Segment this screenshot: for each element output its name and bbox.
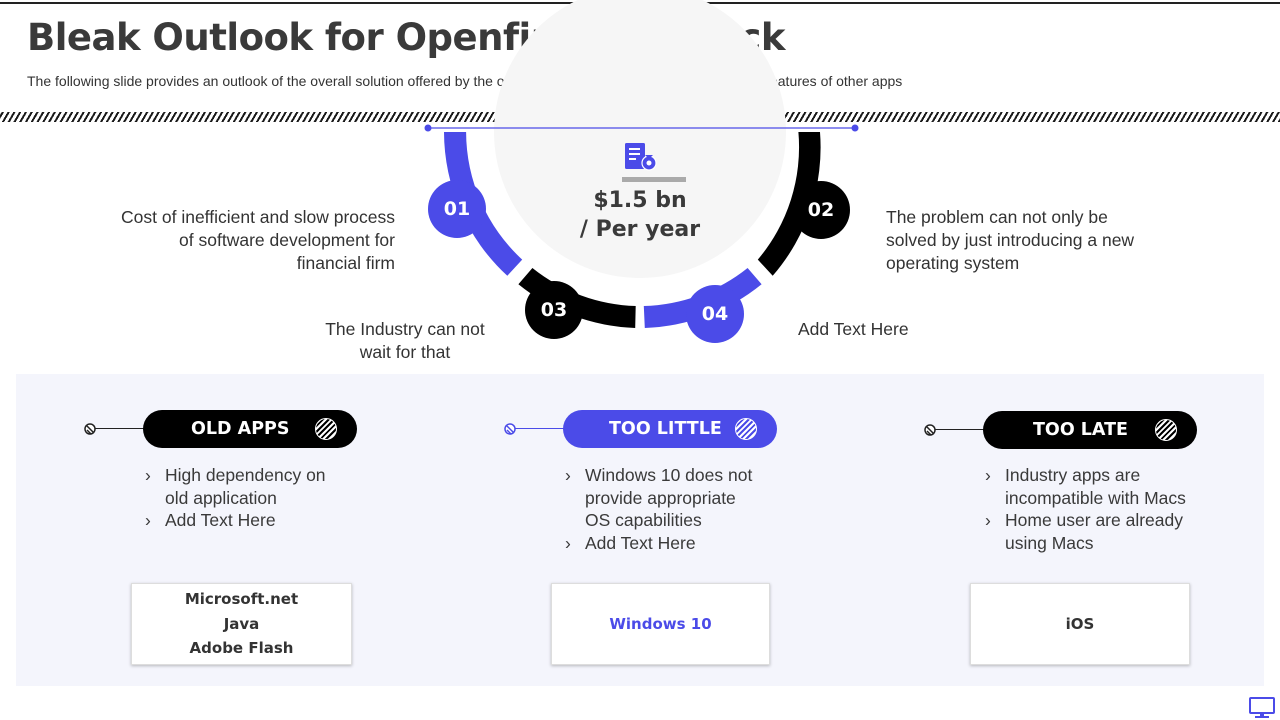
point-03-text: The Industry can not wait for that [325,319,485,362]
monitor-icon [1249,697,1275,718]
point-01-badge: 01 [428,180,486,238]
too-little-bullets: Windows 10 does not provide appropriate … [565,464,765,554]
connector-line [928,429,984,430]
point-04-badge: 04 [686,285,744,343]
amount-value: $1.5 bn [593,188,687,213]
column-too-little: TOO LITTLE Windows 10 does not provide a… [420,408,777,678]
bullet-item: Home user are already using Macs [985,509,1215,554]
too-late-pill: TOO LATE [983,411,1197,449]
handle-dot-icon [84,423,96,435]
handle-dot-icon [504,423,516,435]
connector-line [88,428,144,429]
top-rule [0,2,1280,4]
app-name: Java [223,614,260,633]
amount-underline [622,177,686,182]
app-name: Windows 10 [609,614,712,633]
column-too-late: TOO LATE Industry apps are incompatible … [840,409,1197,679]
point-02-badge: 02 [792,181,850,239]
too-late-box: iOS [970,583,1190,665]
bullet-item: Windows 10 does not provide appropriate … [565,464,765,532]
too-late-label: TOO LATE [1033,420,1129,440]
slide-title: Bleak Outlook for Openfin Pitch Deck [27,16,785,59]
bullet-item: Industry apps are incompatible with Macs [985,464,1215,509]
slide-subtitle: The following slide provides an outlook … [27,73,903,89]
app-name: iOS [1065,614,1095,633]
old-apps-pill: OLD APPS [143,410,357,448]
too-little-label: TOO LITTLE [609,419,722,439]
hatched-divider [0,112,1280,122]
bullet-item: Add Text Here [145,509,335,532]
handle-dot-icon [924,424,936,436]
center-amount: $1.5 bn / Per year [560,186,720,244]
bullet-item: Add Text Here [565,532,765,555]
document-money-bag-icon [625,143,657,171]
hatched-circle-icon [315,418,337,440]
old-apps-label: OLD APPS [191,419,290,439]
hatched-circle-icon [735,418,757,440]
amount-period: / Per year [579,217,701,242]
hatched-circle-icon [1155,419,1177,441]
old-apps-box: Microsoft.net Java Adobe Flash [131,583,352,665]
old-apps-bullets: High dependency on old application Add T… [145,464,335,532]
too-little-box: Windows 10 [551,583,770,665]
point-04-text: Add Text Here [798,319,909,339]
diagram-top-line-left-dot [424,124,432,132]
point-02-text: The problem can not only be solved by ju… [886,207,1135,273]
app-name: Adobe Flash [189,639,294,658]
bullet-item: High dependency on old application [145,464,335,509]
point-03-badge: 03 [525,281,583,339]
too-late-bullets: Industry apps are incompatible with Macs… [985,464,1215,554]
point-01-text: Cost of inefficient and slow process of … [121,207,395,273]
column-old-apps: OLD APPS High dependency on old applicat… [0,408,357,678]
connector-line [508,428,564,429]
too-little-pill: TOO LITTLE [563,410,777,448]
app-name: Microsoft.net [184,590,299,609]
diagram-top-line-right-dot [851,124,859,132]
